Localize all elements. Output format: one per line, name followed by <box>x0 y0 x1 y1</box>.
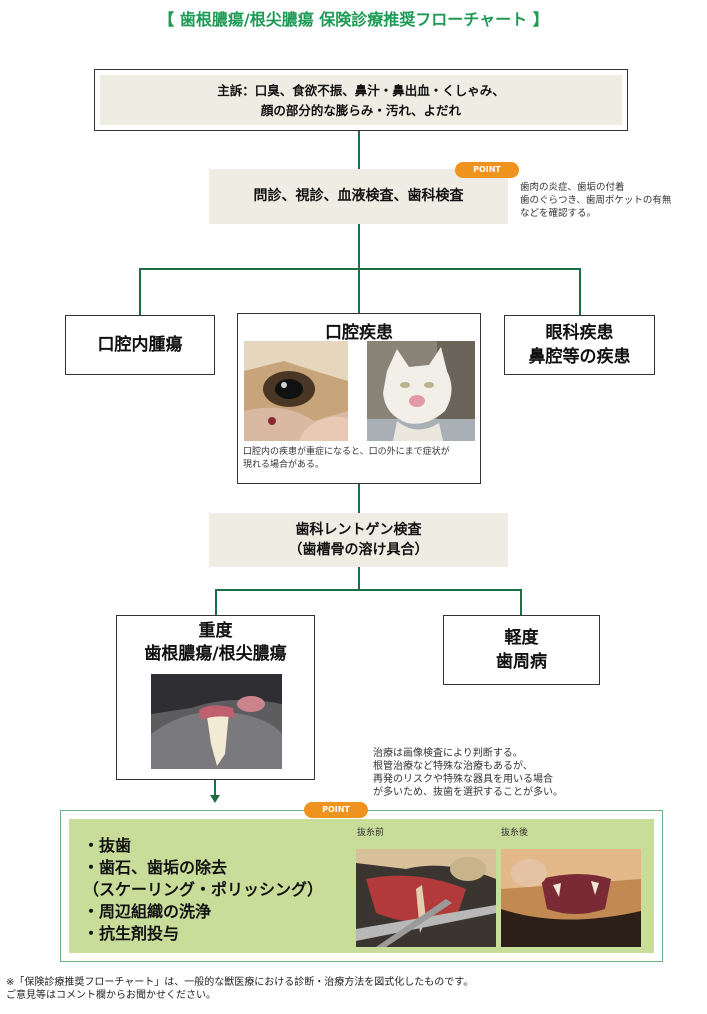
connector <box>358 131 360 169</box>
tumor-box: 口腔内腫瘍 <box>65 315 215 375</box>
oral-note-line1: 口腔内の疾患が重症になると、口の外にまで症状が <box>243 447 450 457</box>
treatment-list: ・抜歯 ・歯石、歯垢の除去 （スケーリング・ポリッシング） ・周辺組織の洗浄 ・… <box>83 835 323 945</box>
oral-disease-label: 口腔疾患 <box>325 323 393 343</box>
exam-note-line2: 歯のぐらつき、歯周ポケットの有無 <box>520 195 672 206</box>
complaint-box: 主訴：口臭、食欲不振、鼻汁・鼻出血・くしゃみ、 顔の部分的な膨らみ・汚れ、よだれ <box>94 69 628 131</box>
mild-line2: 歯周病 <box>496 652 547 672</box>
complaint-line2: 顔の部分的な膨らみ・汚れ、よだれ <box>260 103 462 118</box>
connector <box>358 268 360 315</box>
treatment-item: ・抜歯 <box>83 836 132 855</box>
treatment-note-line2: 根管治療など特殊な治療もあるが、 <box>373 761 533 772</box>
complaint-line1: 主訴：口臭、食欲不振、鼻汁・鼻出血・くしゃみ、 <box>217 83 505 98</box>
oral-disease-box: 口腔疾患 口腔内の疾患が重症になると、口の外にまで症状が 現れる場合がある。 <box>237 313 481 484</box>
nasal-label: 鼻腔等の疾患 <box>528 347 631 367</box>
treatment-point-badge: POINT <box>304 802 368 818</box>
xray-line1: 歯科レントゲン検査 <box>295 522 422 538</box>
severe-line1: 重度 <box>198 621 233 641</box>
severe-labels: 重度 歯根膿瘍/根尖膿瘍 <box>117 620 314 666</box>
oral-note-line2: 現れる場合がある。 <box>243 460 325 470</box>
page-title: 【 歯根膿瘍/根尖膿瘍 保険診療推奨フローチャート 】 <box>158 10 549 29</box>
exam-note: 歯肉の炎症、歯垢の付着 歯のぐらつき、歯周ポケットの有無 などを確認する。 <box>520 181 705 220</box>
treatment-note-line4: が多いため、抜歯を選択することが多い。 <box>373 787 563 798</box>
eye-nasal-box: 眼科疾患 鼻腔等の疾患 <box>504 315 655 375</box>
connector <box>579 268 581 315</box>
connector <box>358 484 360 513</box>
arrow-line <box>214 780 216 796</box>
exam-note-line1: 歯肉の炎症、歯垢の付着 <box>520 182 625 193</box>
exam-note-line3: などを確認する。 <box>520 208 597 219</box>
connector <box>139 268 581 270</box>
connector <box>215 589 217 615</box>
treatment-note-line3: 再発のリスクや特殊な器具を用いる場合 <box>373 774 553 785</box>
after-extraction-photo <box>501 849 641 947</box>
tumor-label: 口腔内腫瘍 <box>97 335 183 355</box>
connector <box>139 268 141 315</box>
treatment-item: （スケーリング・ポリッシング） <box>83 880 324 899</box>
connector <box>358 224 360 269</box>
white-cat-photo <box>367 341 475 441</box>
treatment-item: ・抗生剤投与 <box>83 924 180 943</box>
treatment-box: ・抜歯 ・歯石、歯垢の除去 （スケーリング・ポリッシング） ・周辺組織の洗浄 ・… <box>60 810 663 962</box>
treatment-note: 治療は画像検査により判断する。 根管治療など特殊な治療もあるが、 再発のリスクや… <box>373 747 703 799</box>
mild-line1: 軽度 <box>504 628 539 648</box>
treatment-note-line1: 治療は画像検査により判断する。 <box>373 748 523 759</box>
connector <box>358 567 360 590</box>
treatment-item: ・周辺組織の洗浄 <box>83 902 212 921</box>
oral-disease-note: 口腔内の疾患が重症になると、口の外にまで症状が 現れる場合がある。 <box>243 446 479 472</box>
footer-line2: ご意見等はコメント欄からお聞かせください。 <box>6 990 216 1001</box>
before-extraction-photo <box>356 849 496 947</box>
complaint-inner: 主訴：口臭、食欲不振、鼻汁・鼻出血・くしゃみ、 顔の部分的な膨らみ・汚れ、よだれ <box>100 75 622 125</box>
exam-label: 問診、視診、血液検査、歯科検査 <box>253 188 464 204</box>
connector <box>215 589 522 591</box>
footer-note: ※「保険診療推奨フローチャート」は、一般的な獣医療における診断・治療方法を図式化… <box>6 976 706 1002</box>
after-label: 抜糸後 <box>501 828 529 838</box>
xray-box: 歯科レントゲン検査 （歯槽骨の溶け具合） <box>209 513 508 567</box>
dog-eye-photo <box>244 341 348 441</box>
severe-box: 重度 歯根膿瘍/根尖膿瘍 <box>116 615 315 780</box>
mild-box: 軽度 歯周病 <box>443 615 600 685</box>
footer-line1: ※「保険診療推奨フローチャート」は、一般的な獣医療における診断・治療方法を図式化… <box>6 977 474 988</box>
before-label: 抜糸前 <box>357 828 385 838</box>
eye-label: 眼科疾患 <box>545 323 614 343</box>
treatment-item: ・歯石、歯垢の除去 <box>83 858 228 877</box>
exam-box: 問診、視診、血液検査、歯科検査 <box>209 169 508 224</box>
abscess-tooth-photo <box>151 674 282 769</box>
severe-line2: 歯根膿瘍/根尖膿瘍 <box>144 644 287 664</box>
arrow-down-icon <box>210 795 220 803</box>
point-badge: POINT <box>455 162 519 178</box>
xray-line2: （歯槽骨の溶け具合） <box>288 542 429 558</box>
connector <box>520 589 522 615</box>
treatment-inner: ・抜歯 ・歯石、歯垢の除去 （スケーリング・ポリッシング） ・周辺組織の洗浄 ・… <box>69 819 654 953</box>
